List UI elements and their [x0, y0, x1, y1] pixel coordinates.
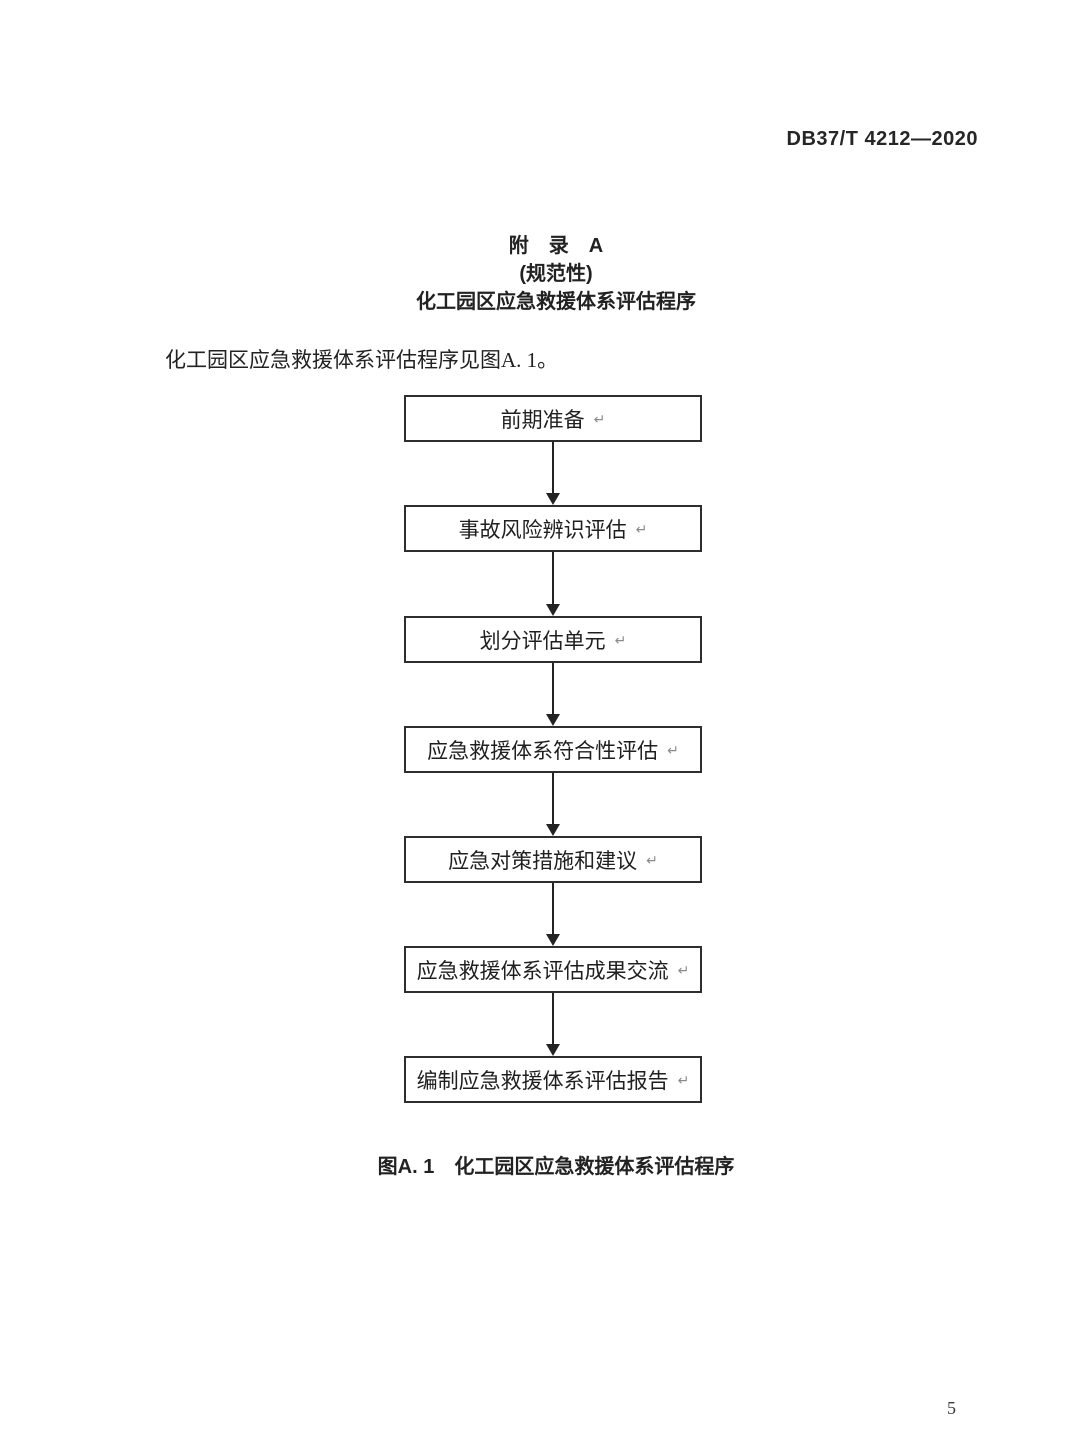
arrow-line	[552, 552, 554, 605]
flow-step-label: 事故风险辨识评估	[458, 517, 627, 542]
arrow-head	[546, 934, 560, 946]
intro-paragraph: 化工园区应急救援体系评估程序见图A. 1。	[165, 348, 559, 372]
flow-step-label: 前期准备	[500, 407, 585, 432]
paragraph-return-icon: ↵	[635, 521, 648, 538]
arrow-line	[552, 993, 554, 1045]
down-arrow-icon	[546, 442, 560, 505]
arrow-line	[552, 663, 554, 715]
arrow-line	[552, 442, 554, 494]
down-arrow-icon	[546, 883, 560, 946]
appendix-title: 附 录 A	[508, 235, 604, 257]
appendix-normative-label: (规范性)	[519, 263, 593, 285]
arrow-head	[546, 493, 560, 505]
page-number: 5	[947, 1398, 956, 1418]
down-arrow-icon	[546, 552, 560, 616]
paragraph-return-icon: ↵	[677, 1072, 690, 1089]
paragraph-return-icon: ↵	[677, 962, 690, 979]
arrow-line	[552, 773, 554, 825]
flow-step-box: 前期准备 ↵	[404, 395, 702, 442]
paragraph-return-icon: ↵	[667, 742, 679, 759]
arrow-head	[546, 714, 560, 726]
appendix-subtitle: 化工园区应急救援体系评估程序	[416, 291, 696, 313]
down-arrow-icon	[546, 773, 560, 836]
arrow-head	[546, 1044, 560, 1056]
flow-step-box: 应急救援体系评估成果交流 ↵	[404, 946, 702, 993]
figure-caption: 图A. 1 化工园区应急救援体系评估程序	[377, 1156, 735, 1178]
flow-step-label: 划分评估单元	[479, 628, 606, 653]
down-arrow-icon	[546, 993, 560, 1056]
arrow-line	[552, 883, 554, 935]
flow-step-label: 应急救援体系评估成果交流	[416, 958, 669, 983]
flow-step-box: 划分评估单元 ↵	[404, 616, 702, 663]
flow-step-label: 应急救援体系符合性评估	[427, 738, 659, 763]
flow-step-label: 应急对策措施和建议	[448, 848, 638, 873]
paragraph-return-icon: ↵	[646, 852, 658, 869]
appendix-title-block: 附 录 A (规范性) 化工园区应急救援体系评估程序	[96, 232, 1016, 316]
paragraph-return-icon: ↵	[614, 632, 627, 649]
flow-step-label: 编制应急救援体系评估报告	[416, 1068, 669, 1093]
arrow-head	[546, 604, 560, 616]
arrow-head	[546, 824, 560, 836]
down-arrow-icon	[546, 663, 560, 726]
flow-step-box: 事故风险辨识评估 ↵	[404, 505, 702, 552]
paragraph-return-icon: ↵	[593, 411, 606, 428]
flow-step-box: 应急救援体系符合性评估 ↵	[404, 726, 702, 773]
flow-step-box: 应急对策措施和建议 ↵	[404, 836, 702, 883]
flow-step-box: 编制应急救援体系评估报告 ↵	[404, 1056, 702, 1103]
standard-code: DB37/T 4212—2020	[786, 128, 978, 150]
